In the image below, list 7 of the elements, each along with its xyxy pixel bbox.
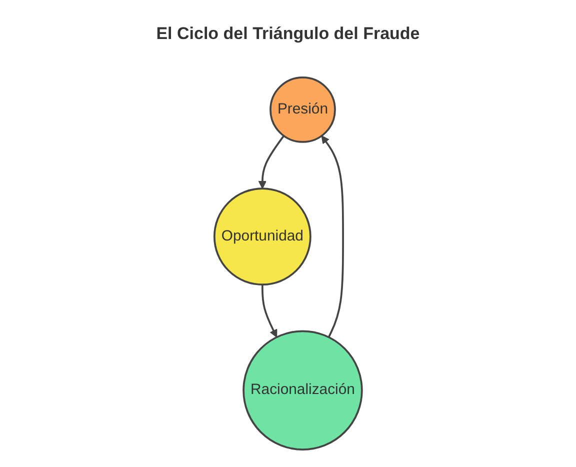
node-circle: Presión (269, 76, 336, 143)
arrow (258, 135, 284, 189)
node-circle: Oportunidad (213, 188, 312, 286)
arrow (321, 135, 344, 338)
node-circle: Racionalización (242, 330, 363, 450)
arrow (261, 284, 278, 338)
diagram-title: El Ciclo del Triángulo del Fraude (155, 24, 421, 44)
